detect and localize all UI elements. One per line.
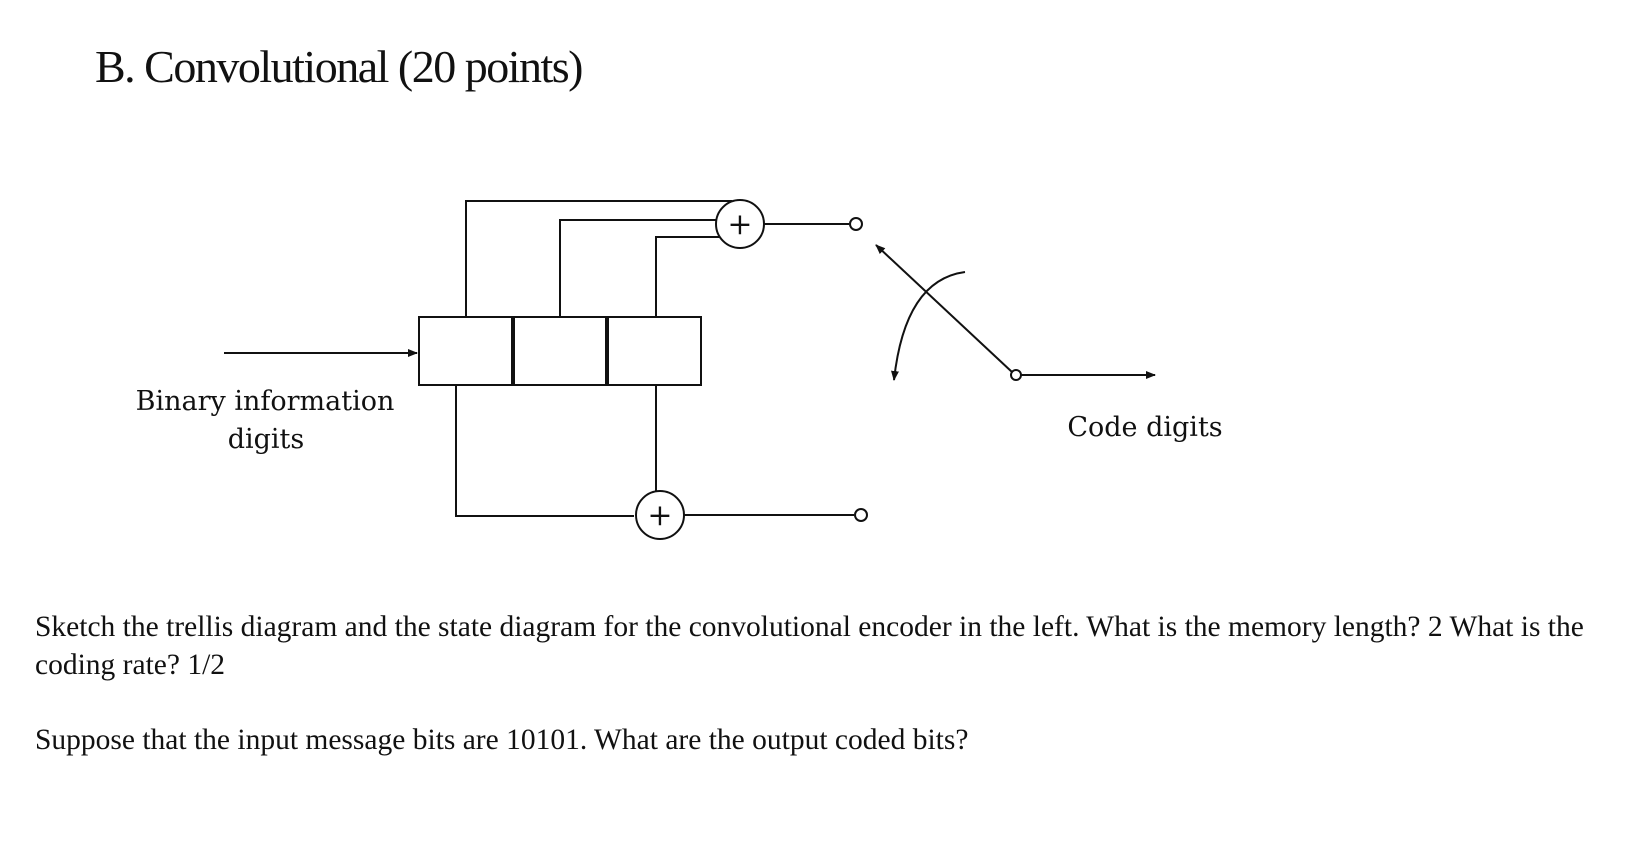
upper-output-terminal (849, 217, 863, 231)
switch-rotation-arrow (891, 271, 966, 381)
register-cell-1 (418, 316, 514, 386)
shift-register (418, 316, 702, 386)
output-label: Code digits (1067, 412, 1222, 443)
input-label-line-2: digits (228, 424, 305, 455)
upper-adder-symbol: + (727, 207, 752, 242)
commutator-switch (875, 244, 1156, 381)
question-2: Suppose that the input message bits are … (35, 724, 969, 756)
lower-output-terminal (854, 508, 868, 522)
register-cell-2 (512, 316, 608, 386)
lower-adder-taps (455, 385, 657, 517)
switch-arm (875, 244, 1013, 373)
question-1: Sketch the trellis diagram and the state… (35, 611, 1584, 681)
register-cell-3 (606, 316, 702, 386)
switch-pivot (1010, 369, 1022, 381)
lower-adder-symbol: + (647, 498, 672, 533)
input-label-line-1: Binary information (136, 386, 395, 417)
upper-adder-taps (465, 200, 732, 317)
page-title: B. Convolutional (20 points) (95, 41, 584, 92)
